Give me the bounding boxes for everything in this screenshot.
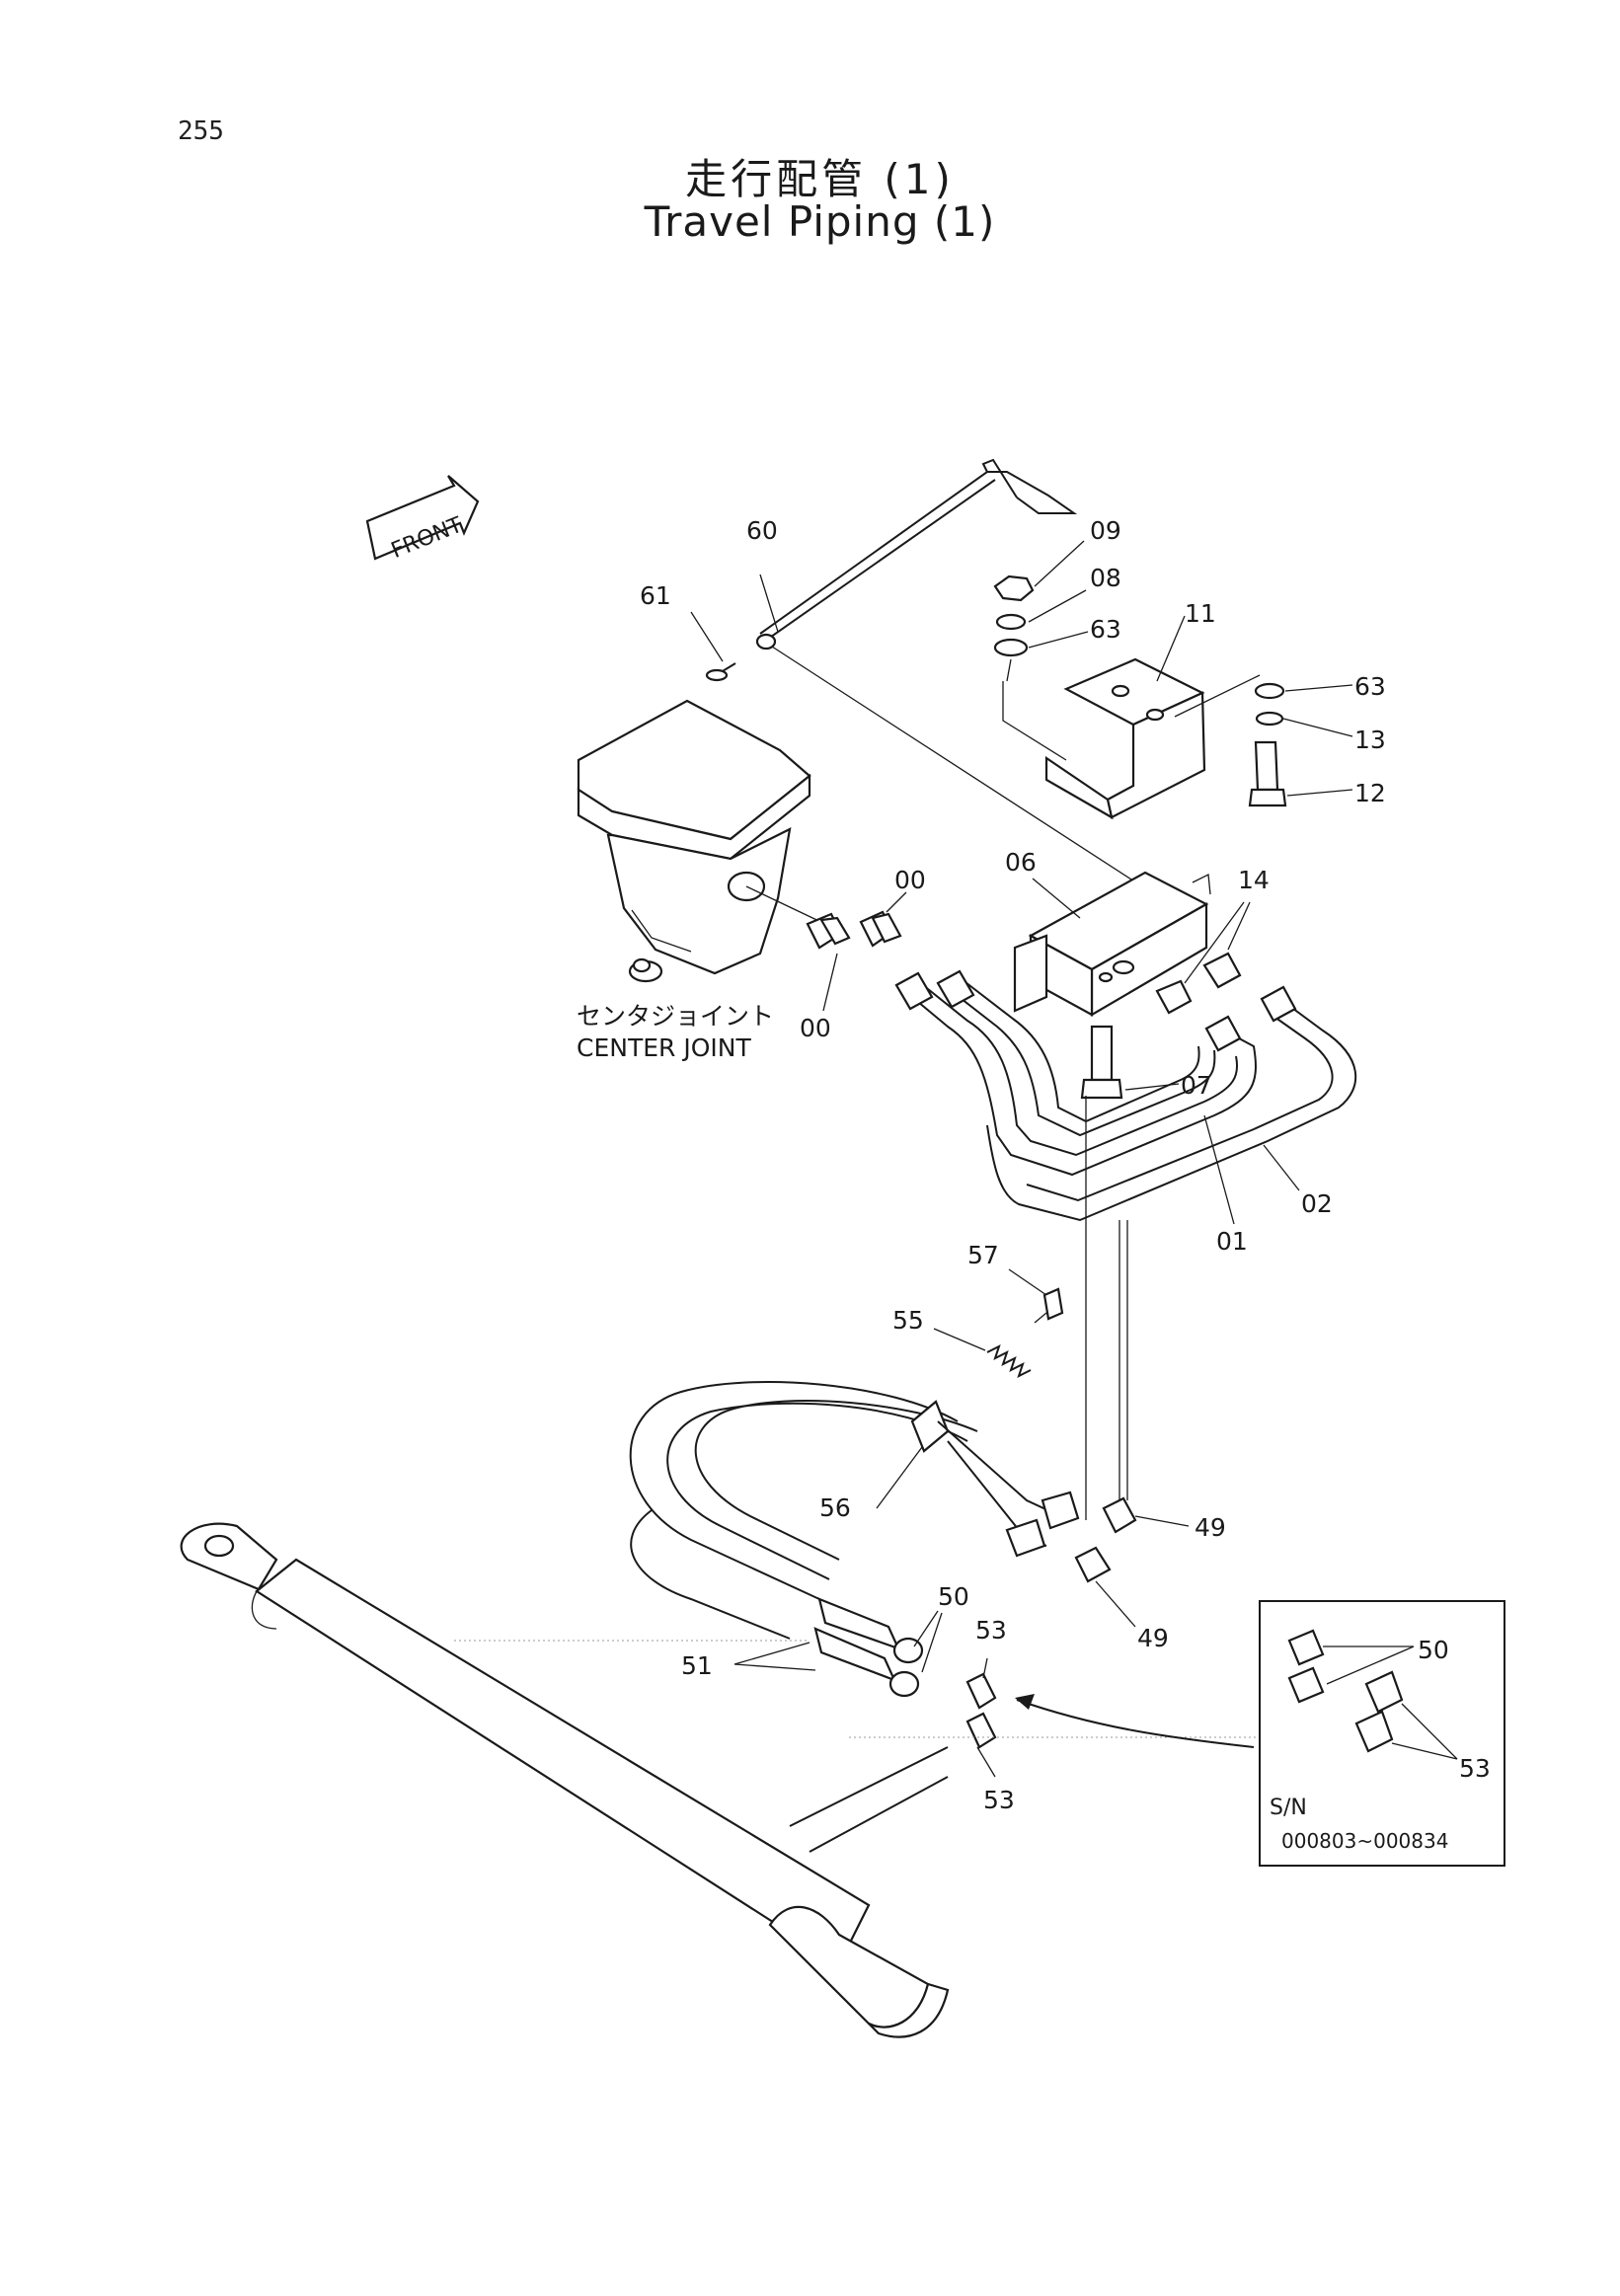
callout-56: 56 bbox=[819, 1493, 851, 1522]
callout-13: 13 bbox=[1354, 726, 1386, 754]
callout-53-lower: 53 bbox=[983, 1786, 1015, 1814]
center-joint bbox=[577, 699, 811, 983]
nut-washer-stack bbox=[993, 574, 1035, 682]
callout-53-upper: 53 bbox=[975, 1616, 1007, 1645]
hoses-56 bbox=[629, 1381, 1080, 1640]
callout-01: 01 bbox=[1216, 1227, 1248, 1256]
elbow-49 bbox=[1074, 1496, 1137, 1583]
center-joint-label-jp: センタジョイント bbox=[577, 1002, 774, 1031]
mounting-bracket bbox=[1002, 657, 1206, 820]
callout-49-right: 49 bbox=[1195, 1513, 1226, 1542]
callout-11: 11 bbox=[1185, 599, 1216, 628]
callout-57: 57 bbox=[967, 1241, 999, 1269]
callout-08: 08 bbox=[1090, 564, 1121, 592]
clip-57 bbox=[1042, 1287, 1064, 1321]
bolt-07 bbox=[1080, 1025, 1123, 1100]
callout-63-right: 63 bbox=[1354, 672, 1386, 701]
callout-61: 61 bbox=[640, 581, 671, 610]
pipes-01-02 bbox=[894, 969, 1357, 1222]
callout-63-upper: 63 bbox=[1090, 615, 1121, 644]
spring-55 bbox=[986, 1312, 1047, 1378]
callout-00-upper: 00 bbox=[894, 866, 926, 894]
center-joint-label-en: CENTER JOINT bbox=[577, 1033, 751, 1062]
callout-55: 55 bbox=[892, 1306, 924, 1335]
front-arrow-icon: FRONT bbox=[365, 475, 480, 564]
fittings-00 bbox=[806, 910, 902, 950]
rod-handle bbox=[705, 458, 1078, 682]
inset-callout-50: 50 bbox=[1418, 1636, 1449, 1664]
hose-ends bbox=[813, 1597, 997, 1749]
callout-09: 09 bbox=[1090, 516, 1121, 545]
callout-02: 02 bbox=[1301, 1189, 1333, 1218]
title-english: Travel Piping (1) bbox=[644, 197, 996, 246]
callout-51: 51 bbox=[681, 1651, 713, 1680]
inset-callout-53: 53 bbox=[1459, 1754, 1491, 1783]
callout-50: 50 bbox=[938, 1582, 969, 1611]
travel-cylinder bbox=[180, 1522, 950, 2038]
callout-60: 60 bbox=[746, 516, 778, 545]
valve-block bbox=[1013, 871, 1211, 1017]
callout-07: 07 bbox=[1181, 1071, 1212, 1100]
serial-range: 000803~000834 bbox=[1281, 1829, 1448, 1853]
title-japanese: 走行配管 (1) bbox=[685, 155, 955, 203]
callout-06: 06 bbox=[1005, 848, 1037, 877]
callout-12: 12 bbox=[1354, 779, 1386, 807]
serial-inset: 50 53 S/N 000803~000834 bbox=[1259, 1600, 1505, 1867]
callout-00-lower: 00 bbox=[800, 1014, 831, 1042]
arrow-head-icon bbox=[1015, 1694, 1035, 1710]
serial-label: S/N bbox=[1270, 1796, 1307, 1820]
fittings-14 bbox=[1155, 952, 1242, 1015]
bolt-washer-right bbox=[1248, 682, 1287, 807]
page-number: 255 bbox=[178, 116, 224, 146]
callout-49-lower: 49 bbox=[1137, 1624, 1169, 1652]
callout-14: 14 bbox=[1238, 866, 1270, 894]
